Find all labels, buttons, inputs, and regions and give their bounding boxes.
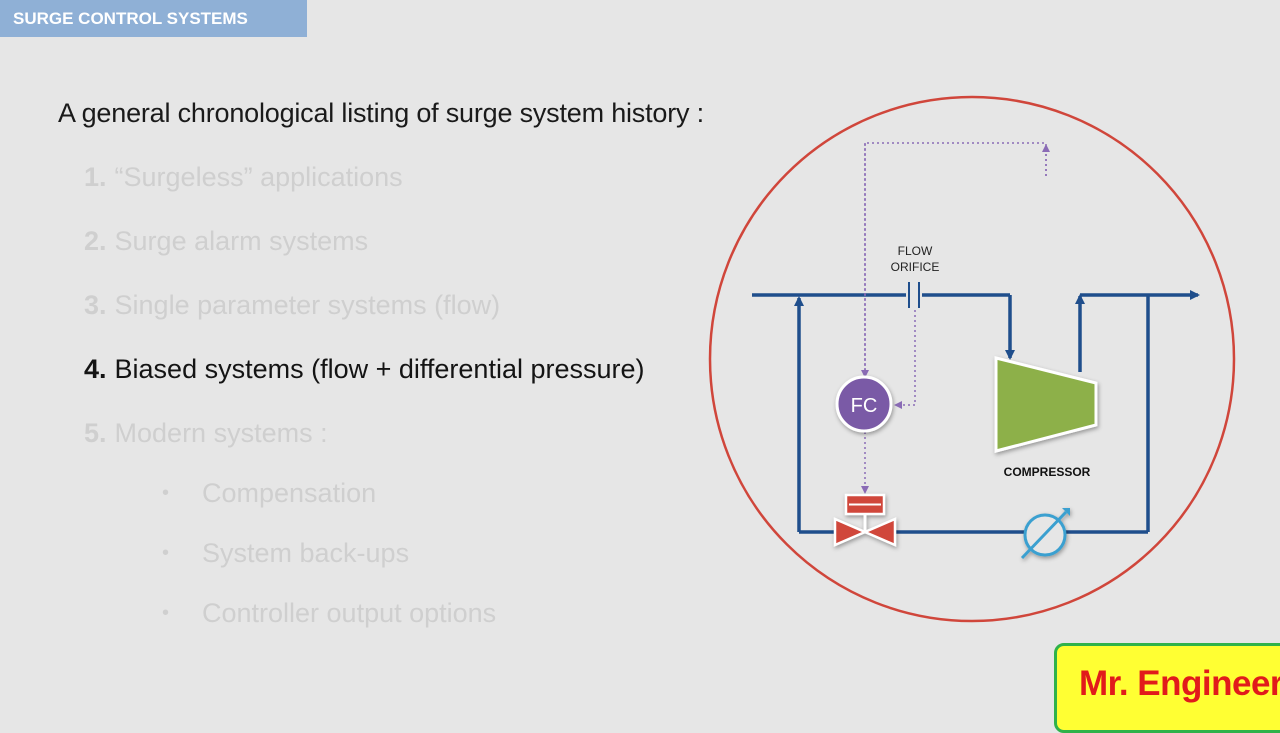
bullet: • <box>162 482 170 504</box>
bullet: • <box>162 602 170 624</box>
list-item-4: 4.Biased systems (flow + differential pr… <box>84 354 645 385</box>
list-text: “Surgeless” applications <box>114 162 403 192</box>
brand-text: Mr. Engineer <box>1079 664 1280 703</box>
sub-item-text: Controller output options <box>202 598 497 628</box>
list-number: 4. <box>84 354 107 384</box>
list-number: 3. <box>84 290 107 320</box>
flow-controller: FC <box>835 375 893 433</box>
brand-badge: Mr. Engineer <box>1054 643 1280 733</box>
bullet: • <box>162 542 170 564</box>
list-text: Modern systems : <box>114 418 328 448</box>
list-text: Surge alarm systems <box>114 226 369 256</box>
list-item-5: 5.Modern systems : <box>84 418 328 449</box>
flow-controller-label: FC <box>851 395 878 417</box>
compressor-label: COMPRESSOR <box>1004 465 1091 479</box>
section-title: SURGE CONTROL SYSTEMS <box>13 9 248 28</box>
process-piping <box>752 290 1200 534</box>
list-number: 2. <box>84 226 107 256</box>
cooler-icon <box>1020 508 1070 560</box>
intro-text: A general chronological listing of surge… <box>58 98 704 128</box>
list-number: 1. <box>84 162 107 192</box>
flow-orifice-label-line2: ORIFICE <box>891 260 940 274</box>
flow-orifice-label-line1: FLOW <box>898 244 933 258</box>
compressor-icon <box>994 356 1098 453</box>
compressor: COMPRESSOR <box>994 356 1098 479</box>
list-text: Single parameter systems (flow) <box>114 290 501 320</box>
sub-item-backups: • System back-ups <box>162 538 409 569</box>
list-item-2: 2.Surge alarm systems <box>84 226 368 257</box>
list-number: 5. <box>84 418 107 448</box>
sub-item-compensation: • Compensation <box>162 478 376 509</box>
control-valve-icon <box>833 493 897 547</box>
sub-item-output-options: • Controller output options <box>162 598 496 629</box>
flow-orifice-icon <box>908 282 920 308</box>
list-item-1: 1.“Surgeless” applications <box>84 162 403 193</box>
sub-item-text: Compensation <box>202 478 377 508</box>
sub-item-text: System back-ups <box>202 538 410 568</box>
list-text: Biased systems (flow + differential pres… <box>114 354 645 384</box>
section-header: SURGE CONTROL SYSTEMS <box>0 0 307 37</box>
list-item-3: 3.Single parameter systems (flow) <box>84 290 500 321</box>
highlight-circle <box>708 95 1236 623</box>
signal-lines <box>861 142 1050 494</box>
flow-controller-bubble <box>835 375 893 433</box>
